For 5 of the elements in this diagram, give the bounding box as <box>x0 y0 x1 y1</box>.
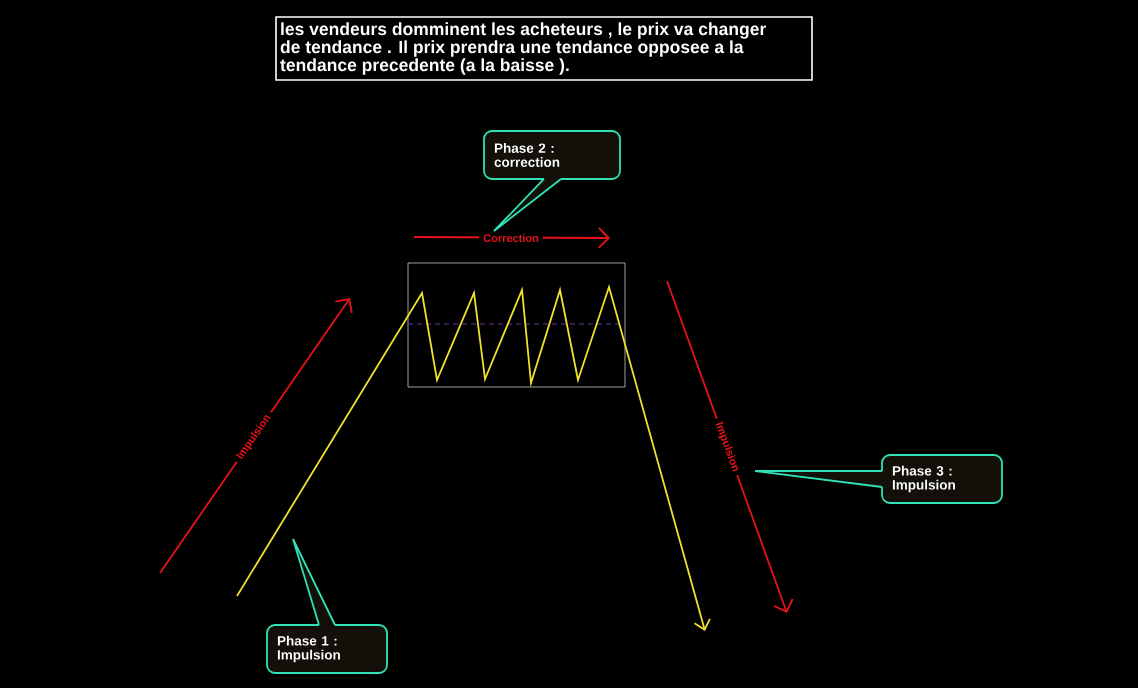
callout-box: Phase 2 : correction <box>483 130 621 232</box>
callout-box: Phase 1 : Impulsion <box>266 538 388 674</box>
callout-box: Phase 3 : Impulsion <box>754 454 1003 504</box>
arrow-label: Correction <box>479 232 543 244</box>
text-box: les vendeurs domminent les acheteurs , le prix va changer de tendance . Il prix prendra une tendance opposee a la tendance precedente (a la baisse ). <box>275 16 813 81</box>
